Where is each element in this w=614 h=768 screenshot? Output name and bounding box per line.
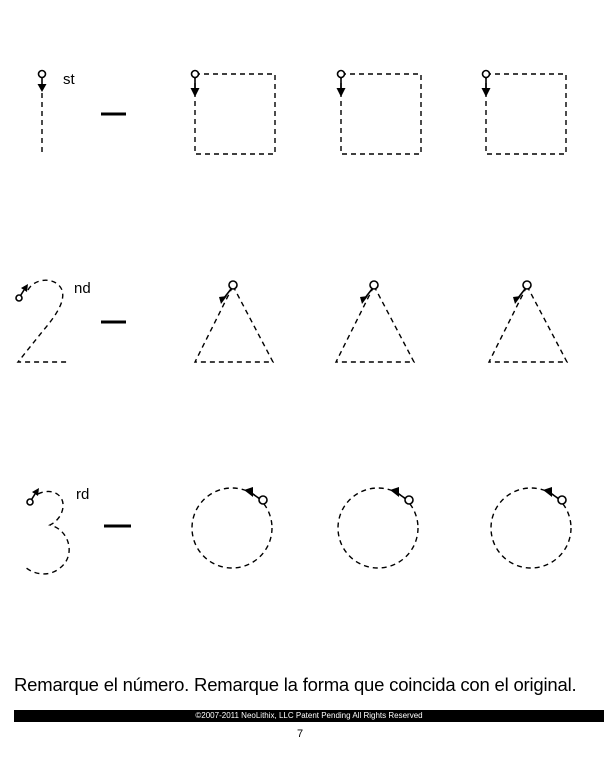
instructions-text: Remarque el número. Remarque la forma qu… (14, 674, 577, 695)
numeral-1-trace (37, 69, 47, 156)
circle-trace-1 (191, 487, 273, 569)
square-trace-3 (481, 69, 567, 155)
ordinal-suffix-3: rd (76, 486, 90, 503)
ordinal-suffix-1: st (63, 71, 75, 88)
triangle-trace-1 (193, 280, 275, 363)
circle-trace-2 (337, 487, 419, 569)
page-number: 7 (296, 728, 304, 740)
row-2 (15, 279, 569, 363)
square-trace-2 (336, 69, 422, 155)
numeral-2-trace (15, 279, 70, 363)
numeral-3-trace (23, 488, 70, 575)
square-trace-1 (190, 69, 276, 155)
footer-bar: ©2007-2011 NeoLithix, LLC Patent Pending… (14, 710, 604, 722)
row-3 (23, 487, 572, 575)
row-1 (37, 69, 567, 156)
ordinal-suffix-2: nd (74, 280, 91, 297)
copyright-text: ©2007-2011 NeoLithix, LLC Patent Pending… (195, 711, 423, 720)
triangle-trace-2 (334, 280, 416, 363)
triangle-trace-3 (487, 280, 569, 363)
circle-trace-3 (490, 487, 572, 569)
